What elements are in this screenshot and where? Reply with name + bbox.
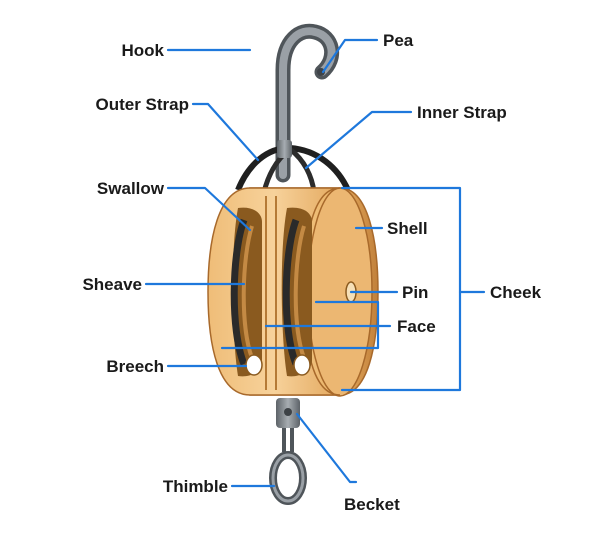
label-outer-strap: Outer Strap [95,95,189,114]
label-cheek: Cheek [490,283,542,302]
leader-outer-strap [191,102,260,162]
hook [275,23,340,183]
label-thimble: Thimble [163,477,228,496]
label-face: Face [397,317,436,336]
label-pin: Pin [402,283,428,302]
label-breech: Breech [106,357,164,376]
block-body [207,187,379,397]
becket-bolt [284,408,292,416]
label-sheave: Sheave [82,275,142,294]
hook-collar [277,140,292,158]
leader-lines [144,38,486,488]
breech-hole-right [293,354,311,376]
label-becket: Becket [344,495,400,514]
sheave-left [230,218,248,366]
leader-cheek [340,186,462,392]
breech-hole-left [245,354,263,376]
leader-becket [295,412,358,484]
leader-pea [321,38,379,74]
sheave-left-inner [241,225,254,359]
label-pea: Pea [383,31,414,50]
thimble-highlight [271,453,305,503]
labels: Hook Pea Outer Strap Inner Strap Swallow… [82,31,541,514]
hook-highlight [279,27,336,179]
leader-swallow [166,186,252,232]
inner-strap-shape-right [289,148,317,193]
label-hook: Hook [122,41,165,60]
label-swallow: Swallow [97,179,165,198]
sheave-right-inner [293,225,306,359]
becket-link [282,428,294,452]
label-shell: Shell [387,219,428,238]
leader-inner-strap [304,110,413,170]
label-inner-strap: Inner Strap [417,103,507,122]
pea-point [317,68,325,76]
sheave-right [282,218,300,366]
outer-strap-shape-right [289,145,351,192]
becket-assembly [269,398,307,505]
